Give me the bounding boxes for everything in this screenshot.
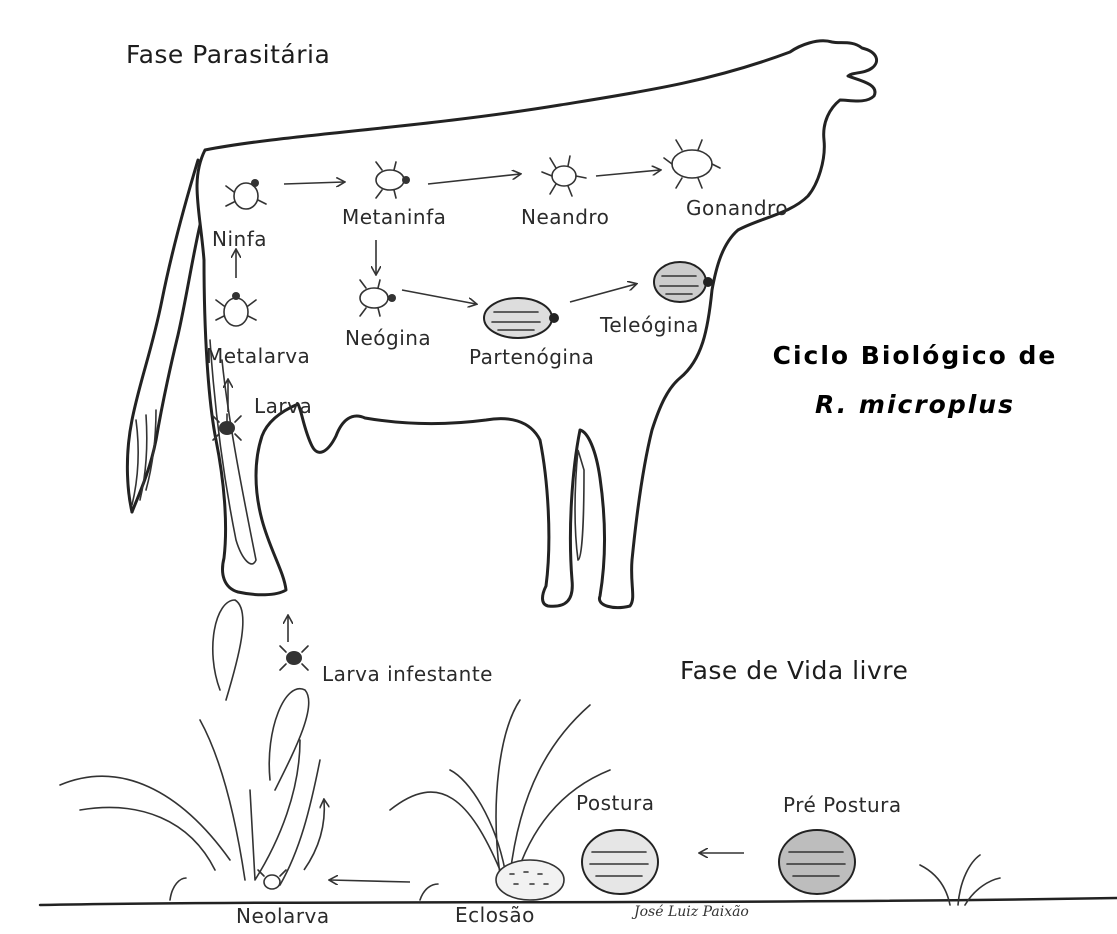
free-living-phase-label: Fase de Vida livre (680, 656, 908, 685)
egg-mass-icon (496, 860, 564, 900)
tick-neogina-icon (360, 280, 396, 316)
tick-metalarva-icon (216, 292, 256, 326)
tick-metaninfa-icon (376, 162, 410, 198)
stage-label-neolarva: Neolarva (236, 904, 330, 928)
tick-gonandro-icon (664, 140, 720, 188)
stage-label-postura: Postura (576, 791, 655, 815)
stage-label-metalarva: Metalarva (206, 344, 310, 368)
arrow-metaninfa-neandro (428, 174, 520, 184)
stage-label-neogina: Neógina (345, 326, 431, 350)
grass-plants (40, 600, 1117, 905)
arrow-neolarva-climb (304, 800, 324, 870)
author-signature: José Luiz Paixão (634, 904, 749, 920)
arrow-neandro-gonandro (596, 170, 660, 176)
stage-label-pre-postura: Pré Postura (783, 793, 902, 817)
diagram-title-line1: Ciclo Biológico de (750, 341, 1080, 370)
stage-label-metaninfa: Metaninfa (342, 205, 446, 229)
tick-postura-icon (582, 830, 658, 894)
parasitic-phase-label: Fase Parasitária (126, 40, 330, 69)
diagram-title-line2: R. microplus (750, 390, 1080, 419)
tick-neandro-icon (542, 156, 586, 196)
stage-label-ninfa: Ninfa (212, 227, 267, 251)
stage-label-teleogina: Teleógina (600, 313, 699, 337)
tick-partenogina-icon (484, 298, 559, 338)
arrow-ninfa-metaninfa (284, 182, 344, 184)
arrow-neogina-partenogina (402, 290, 476, 304)
tick-pre-postura-icon (779, 830, 855, 894)
stage-label-larva-infestante: Larva infestante (322, 662, 493, 686)
tick-larva-infestante-icon (280, 646, 308, 670)
tick-ninfa-icon (226, 179, 266, 209)
tick-neolarva-icon (258, 870, 286, 889)
stage-label-eclosao: Eclosão (455, 903, 535, 927)
tick-teleogina-icon (654, 262, 713, 302)
stage-label-gonandro: Gonandro (686, 196, 788, 220)
stage-label-neandro: Neandro (521, 205, 609, 229)
stage-label-larva: Larva (254, 394, 312, 418)
arrow-partenogina-teleogina (570, 284, 636, 302)
stage-label-partenogina: Partenógina (469, 345, 594, 369)
arrow-eclosao-neolarva (330, 880, 410, 882)
